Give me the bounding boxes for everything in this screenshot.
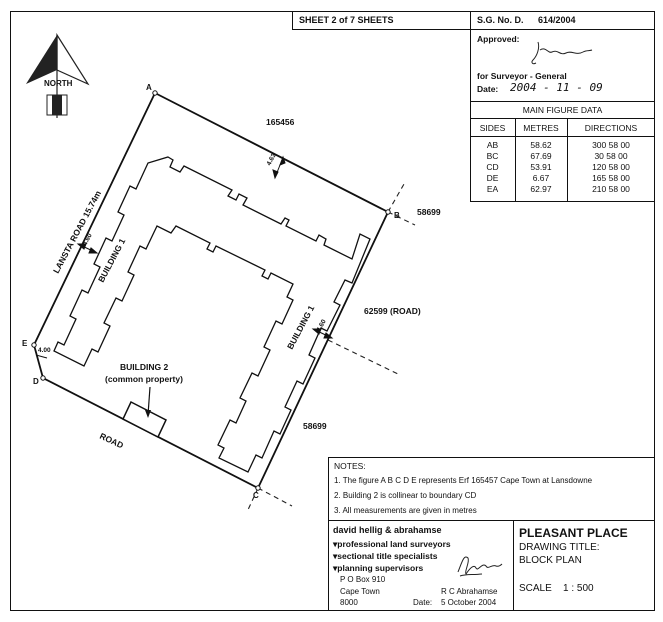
sg-label: S.G. No. D. (477, 15, 524, 25)
approval-date: 2004 - 11 - 09 (510, 81, 603, 94)
table-col-rule-2 (567, 118, 568, 202)
col-header-sides: SIDES (479, 123, 506, 133)
point-d-label: D (33, 377, 39, 386)
building-2-leader-arrow (145, 410, 151, 418)
point-a-label: A (146, 83, 152, 92)
approved-label: Approved: (477, 34, 520, 44)
firm-address-line: Cape Town (340, 587, 380, 596)
metres-cell: 6.67 (532, 173, 550, 183)
sheet-number: SHEET 2 of 7 SHEETS (299, 15, 394, 25)
side-cell: DE (486, 173, 499, 183)
figure-data-title: MAIN FIGURE DATA (522, 105, 603, 115)
metres-cell: 67.69 (530, 151, 552, 161)
firm-address-line: P O Box 910 (340, 575, 386, 584)
north-label: NORTH (44, 79, 73, 88)
direction-cell: 210 58 00 (592, 184, 630, 194)
erf-top-label: 165456 (266, 117, 295, 127)
dimension-arrows (35, 155, 334, 359)
note-item: 3. All measurements are given in metres (334, 506, 477, 515)
notes-title: NOTES: (334, 461, 366, 471)
note-item: 1. The figure A B C D E represents Erf 1… (334, 476, 593, 485)
direction-cell: 120 58 00 (592, 162, 630, 172)
side-cell: EA (486, 184, 499, 194)
drawing-title-label: DRAWING TITLE: (519, 542, 600, 553)
sg-number: 614/2004 (538, 15, 576, 25)
for-surveyor-general: for Surveyor - General (477, 71, 567, 81)
figure-data-table (470, 101, 655, 202)
scale-value: 1 : 500 (563, 583, 594, 594)
firm-service: ▾sectional title specialists (333, 551, 438, 561)
building-1-outline (53, 156, 371, 473)
point-e-label: E (22, 339, 28, 348)
side-cell: CD (486, 162, 499, 172)
side-cell: AB (486, 140, 499, 150)
building-2-outline (122, 400, 167, 439)
firm-date-label: Date: (413, 598, 433, 607)
col-header-directions: DIRECTIONS (584, 123, 638, 133)
firm-service: ▾professional land surveyors (333, 539, 451, 549)
surveyor-signature (457, 556, 503, 577)
erf-road-label: 62599 (ROAD) (364, 306, 421, 316)
surveyor-name: R C Abrahamse (441, 587, 498, 596)
title-box (513, 520, 655, 611)
firm-date: 5 October 2004 (441, 598, 497, 607)
erf-right-bottom-label: 58699 (303, 421, 327, 431)
side-cell: BC (486, 151, 499, 161)
direction-cell: 165 58 00 (592, 173, 630, 183)
direction-cell: 30 58 00 (594, 151, 628, 161)
table-rule-2 (470, 136, 655, 137)
surveyor-general-signature (531, 41, 593, 65)
table-col-rule-1 (515, 118, 516, 202)
road-label: ROAD (98, 431, 125, 451)
table-rule-1 (470, 118, 655, 119)
point-b-label: B (394, 211, 400, 220)
boundary-extension-lines (246, 183, 416, 513)
erf-right-top-label: 58699 (417, 207, 441, 217)
corner-points (31, 90, 391, 491)
col-header-metres: METRES (523, 123, 559, 133)
dim-left-label: 4.60 (82, 232, 94, 247)
firm-service: ▾planning supervisors (333, 563, 424, 573)
drawing-title: BLOCK PLAN (519, 555, 582, 566)
firm-address-line: 8000 (340, 598, 358, 607)
scale-label: SCALE (519, 583, 552, 594)
project-name: PLEASANT PLACE (519, 526, 628, 540)
building-2-sublabel: (common property) (105, 374, 183, 384)
building-2-label: BUILDING 2 (120, 362, 169, 372)
metres-cell: 53.91 (530, 162, 552, 172)
direction-cell: 300 58 00 (592, 140, 630, 150)
north-arrow-icon (26, 32, 90, 118)
dim-bottom-left-label: 4.00 (38, 347, 51, 354)
point-c-label: C (253, 491, 259, 500)
approval-date-label: Date: (477, 84, 499, 94)
note-item: 2. Building 2 is collinear to boundary C… (334, 491, 477, 500)
metres-cell: 62.97 (530, 184, 552, 194)
metres-cell: 58.62 (530, 140, 552, 150)
firm-name: david hellig & abrahamse (333, 525, 442, 535)
